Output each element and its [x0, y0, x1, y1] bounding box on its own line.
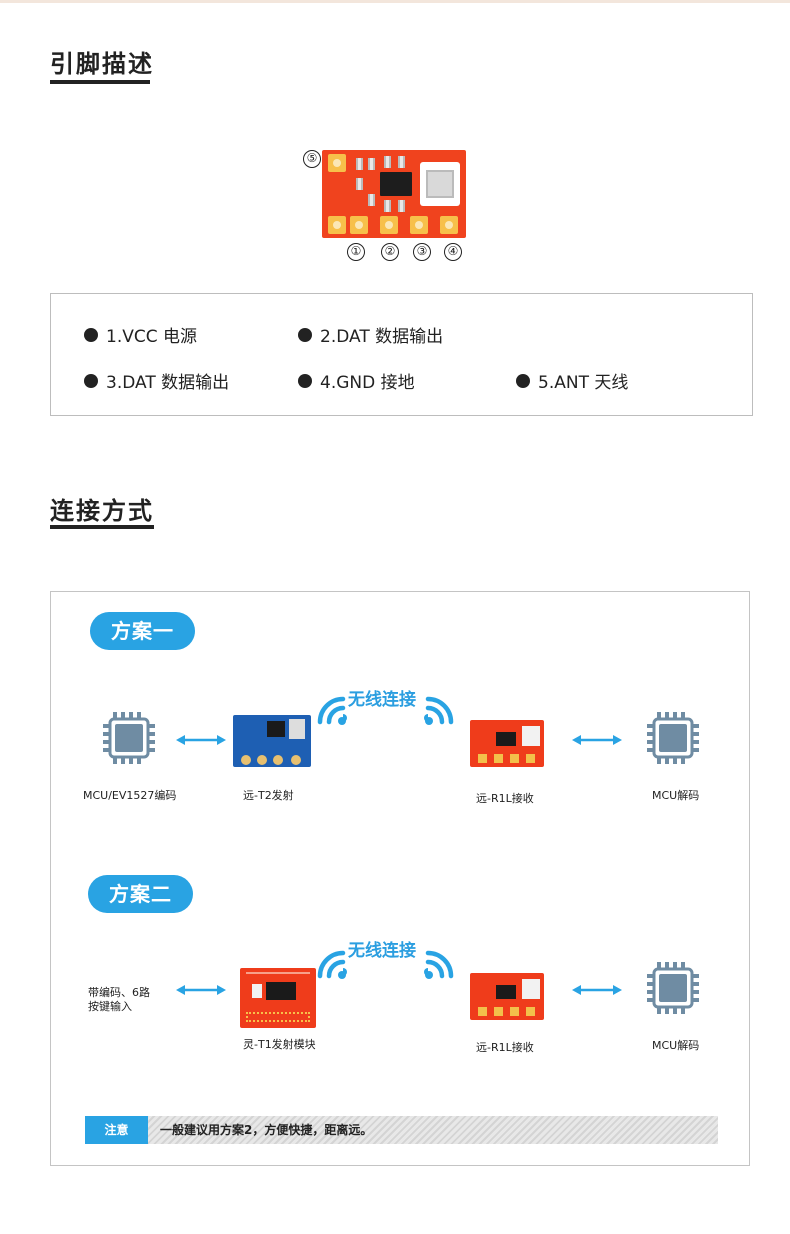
pin-section-underline	[50, 80, 150, 84]
crystal-oscillator	[420, 162, 460, 206]
pin-marker-3: ③	[413, 243, 431, 261]
smd-part	[384, 156, 391, 168]
pin-label: 1.VCC 电源	[106, 327, 197, 347]
smd-part	[368, 158, 375, 170]
bullet-icon	[84, 373, 98, 388]
bidirectional-arrow-icon	[572, 733, 622, 747]
pad-5	[328, 154, 346, 172]
pin-item-2: 2.DAT 数据输出	[298, 322, 443, 347]
scheme1-mcu-decode-caption: MCU解码	[652, 789, 700, 802]
scheme2-keypad-caption-line1: 带编码、6路	[88, 986, 150, 999]
wireless-signal-icon	[424, 690, 460, 726]
smd-part	[356, 158, 363, 170]
r1l-receiver-module-image	[470, 973, 544, 1020]
scheme1-title: 方案一	[90, 612, 195, 650]
mcu-chip-icon	[645, 710, 701, 766]
note-text: 一般建议用方案2，方便快捷，距离远。	[160, 1123, 373, 1137]
pin-item-3: 3.DAT 数据输出	[84, 368, 229, 393]
pin-marker-1: ①	[347, 243, 365, 261]
pin-section-title: 引脚描述	[50, 50, 154, 78]
bidirectional-arrow-icon	[572, 983, 622, 997]
pin-marker-4: ④	[444, 243, 462, 261]
scheme2-wireless-label: 无线连接	[348, 941, 416, 961]
connect-section-underline	[50, 525, 154, 529]
note-tag: 注意	[85, 1116, 148, 1144]
smd-part	[368, 194, 375, 206]
pin-label: 3.DAT 数据输出	[106, 373, 230, 393]
pad-1	[350, 216, 368, 234]
pin-marker-2: ②	[381, 243, 399, 261]
t2-transmitter-module-image	[233, 715, 311, 767]
t1-transmitter-module-image	[240, 968, 316, 1028]
pin-item-5: 5.ANT 天线	[516, 368, 628, 393]
wireless-signal-icon	[311, 690, 347, 726]
scheme2-title: 方案二	[88, 875, 193, 913]
scheme2-rx-caption: 远-R1L接收	[476, 1041, 534, 1054]
bidirectional-arrow-icon	[176, 733, 226, 747]
wireless-signal-icon	[424, 944, 460, 980]
scheme2-tx-caption: 灵-T1发射模块	[243, 1038, 316, 1051]
pad-5-bottom	[328, 216, 346, 234]
scheme2-mcu-decode-caption: MCU解码	[652, 1039, 700, 1052]
pad-2	[380, 216, 398, 234]
pin-item-4: 4.GND 接地	[298, 368, 415, 393]
smd-part	[398, 156, 405, 168]
scheme-box	[50, 591, 750, 1166]
scheme1-mcu-encode-caption: MCU/EV1527编码	[83, 789, 177, 802]
smd-part	[398, 200, 405, 212]
bullet-icon	[84, 327, 98, 342]
pin-marker-5: ⑤	[303, 150, 321, 168]
bullet-icon	[516, 373, 530, 388]
pin-item-1: 1.VCC 电源	[84, 322, 197, 347]
pin-label: 5.ANT 天线	[538, 373, 629, 393]
ic-chip	[380, 172, 412, 196]
connect-section-title: 连接方式	[50, 497, 154, 525]
note-bar: 注意 一般建议用方案2，方便快捷，距离远。	[85, 1116, 718, 1144]
bullet-icon	[298, 327, 312, 342]
pin-label: 4.GND 接地	[320, 373, 415, 393]
pin-label: 2.DAT 数据输出	[320, 327, 444, 347]
bullet-icon	[298, 373, 312, 388]
scheme2-keypad-caption-line2: 按键输入	[88, 1000, 132, 1013]
r1l-receiver-module-image	[470, 720, 544, 767]
wireless-signal-icon	[311, 944, 347, 980]
smd-part	[384, 200, 391, 212]
scheme1-rx-caption: 远-R1L接收	[476, 792, 534, 805]
mcu-chip-icon	[101, 710, 157, 766]
receiver-pcb-image	[322, 150, 466, 238]
smd-part	[356, 178, 363, 190]
top-divider	[0, 0, 790, 3]
scheme1-tx-caption: 远-T2发射	[243, 789, 294, 802]
pad-4	[440, 216, 458, 234]
bidirectional-arrow-icon	[176, 983, 226, 997]
mcu-chip-icon	[645, 960, 701, 1016]
pad-3	[410, 216, 428, 234]
pin-list-box: 1.VCC 电源 2.DAT 数据输出 3.DAT 数据输出 4.GND 接地 …	[50, 293, 753, 416]
scheme1-wireless-label: 无线连接	[348, 690, 416, 710]
